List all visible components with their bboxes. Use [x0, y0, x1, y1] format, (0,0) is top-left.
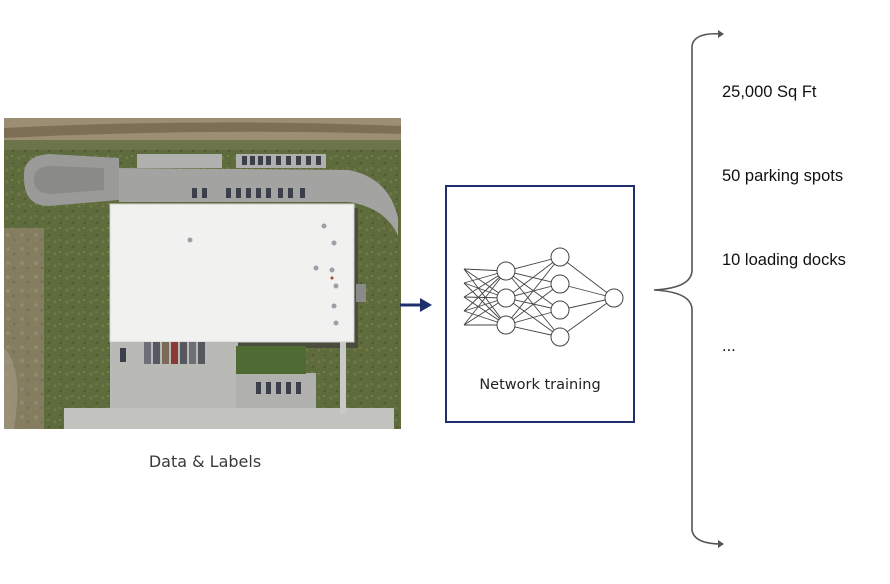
output-item-parking-spots: 50 parking spots: [722, 167, 844, 185]
curly-brace-icon: [653, 30, 724, 548]
input-caption: Data & Labels: [148, 452, 262, 471]
output-item-ellipsis: ...: [722, 337, 736, 355]
output-item-loading-docks: 10 loading docks: [722, 251, 846, 269]
network-training-box: Network training: [445, 185, 635, 423]
network-training-label: Network training: [479, 377, 601, 393]
output-item-square-footage: 25,000 Sq Ft: [722, 83, 817, 101]
aerial-warehouse-image: [4, 118, 401, 429]
neural-network-icon: [463, 247, 624, 347]
right-arrow-icon: [400, 298, 432, 312]
